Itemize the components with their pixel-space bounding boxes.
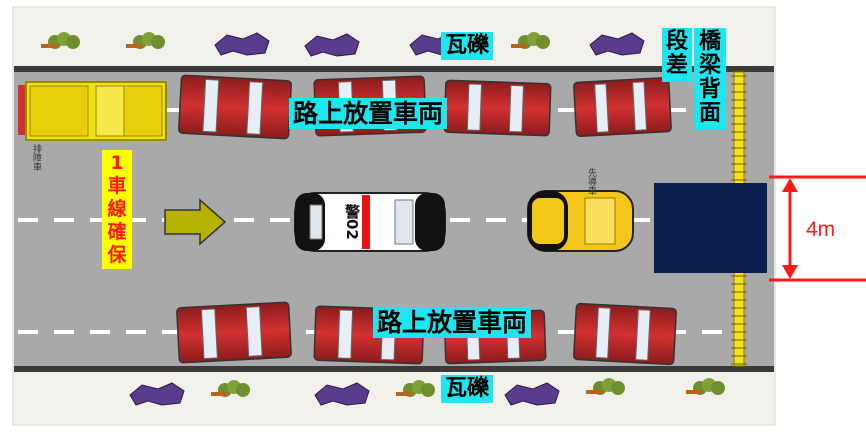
lane-secured-label: 1 車 線 確 保 (102, 150, 132, 269)
width-dimension (769, 175, 866, 282)
lane-dash (666, 330, 686, 334)
rubble-pile (129, 382, 185, 406)
bush (41, 32, 80, 49)
width-dimension-label: 4m (806, 218, 836, 241)
bush (511, 32, 550, 49)
clearing-truck (18, 81, 167, 141)
rubble-pile (504, 382, 560, 406)
lane-secured-char: 確 (107, 221, 127, 243)
direction-arrow-icon (164, 198, 227, 246)
lane-dash (666, 108, 686, 112)
rubble-pile (214, 32, 270, 56)
bridge-back-label-char: 面 (698, 101, 721, 126)
bush (126, 32, 165, 49)
bush (586, 378, 625, 395)
parked-car (176, 301, 292, 364)
lead-car-tag: 先導車 (586, 168, 596, 195)
step-label: 段 差 (662, 28, 692, 82)
bridge-back-label: 橋 梁 背 面 (694, 28, 726, 130)
rubble-label-top: 瓦礫 (441, 32, 494, 60)
parked-vehicles-label-top: 路上放置車両 (289, 98, 448, 129)
lane-dash (90, 218, 110, 222)
lane-secured-char: 車 (107, 175, 127, 197)
police-car-number: 警02 (343, 204, 361, 240)
curb-top (14, 66, 774, 72)
lane-dash (270, 218, 290, 222)
rubble-pile (314, 382, 370, 406)
lane-dash (54, 218, 74, 222)
bush (396, 380, 435, 397)
lane-dash (18, 218, 38, 222)
lane-dash (162, 330, 182, 334)
step-obstacle (654, 183, 767, 273)
parked-car (573, 302, 677, 366)
lane-dash (90, 330, 110, 334)
rubble-items (41, 32, 725, 406)
lane-dash (126, 218, 146, 222)
lane-dash (558, 108, 578, 112)
truck-tag: 排障車 (31, 144, 41, 171)
rubble-pile (304, 33, 360, 57)
sidewalk-bottom (14, 372, 774, 424)
parked-vehicles-label-bottom: 路上放置車両 (373, 307, 532, 338)
lane-secured-char: 1 (110, 152, 124, 174)
parked-car (178, 74, 292, 140)
lane-dash (486, 218, 506, 222)
lane-dash (234, 218, 254, 222)
lane-secured-char: 線 (107, 198, 127, 220)
step-label-char: 差 (665, 53, 688, 78)
rubble-pile (589, 32, 645, 56)
lane-secured-char: 保 (107, 244, 127, 266)
bridge-back-label-char: 背 (698, 77, 721, 102)
lane-dash (54, 330, 74, 334)
rubble-label-bottom: 瓦礫 (441, 375, 494, 403)
bridge-back-label-char: 梁 (698, 53, 721, 78)
lane-dash (702, 330, 722, 334)
lead-car (527, 190, 634, 252)
step-label-char: 段 (665, 29, 688, 54)
lane-dash (126, 330, 146, 334)
lane-dash (450, 218, 470, 222)
bush (686, 378, 725, 395)
lane-dash (558, 330, 578, 334)
sidewalk-top (14, 8, 774, 66)
bush (211, 380, 250, 397)
parked-car (573, 77, 672, 137)
lane-dash (18, 330, 38, 334)
bridge-back-label-char: 橋 (698, 29, 721, 54)
police-car (294, 192, 446, 252)
curb-bottom (14, 366, 774, 372)
parked-car (443, 79, 552, 137)
lane-dash (162, 108, 182, 112)
lane-dash (630, 218, 650, 222)
